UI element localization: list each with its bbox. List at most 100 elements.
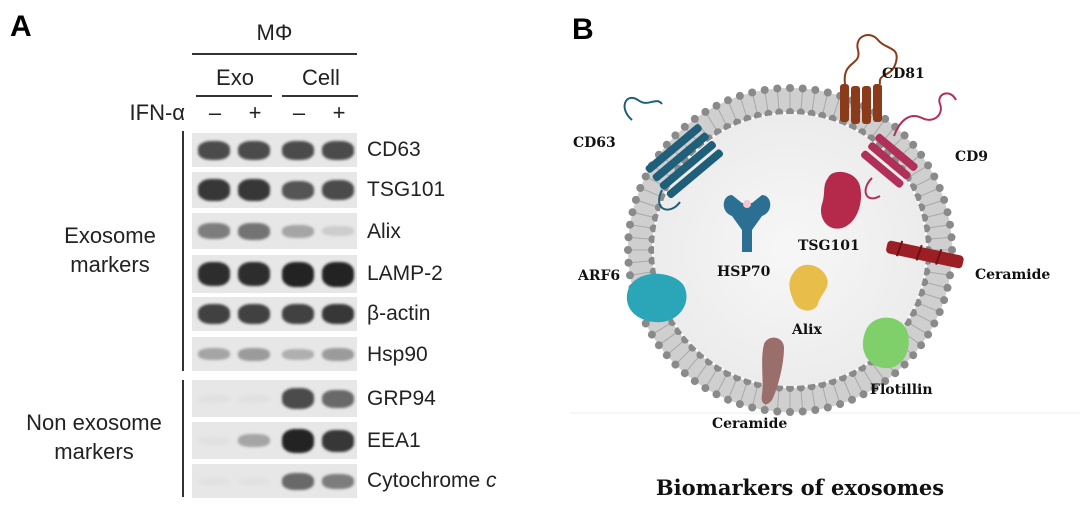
sign-lane-3: –	[292, 100, 306, 125]
label-cd63: CD63	[367, 138, 421, 161]
lipid-head	[773, 84, 782, 93]
blot-band	[238, 223, 270, 240]
lipid-head	[935, 308, 944, 316]
lipid-head	[848, 395, 856, 404]
lipid-head	[881, 377, 890, 386]
label-cytochrome-main: Cytochrome	[367, 469, 487, 492]
cd81-label: CD81	[882, 66, 925, 82]
ifn-alpha-label: IFN-α	[129, 100, 185, 125]
lipid-head	[786, 408, 794, 416]
blot-band	[322, 304, 354, 324]
lipid-head	[900, 360, 909, 369]
lipid-head	[671, 360, 680, 369]
lipid-head	[786, 384, 794, 392]
exosome-markers-line2: markers	[70, 252, 150, 277]
blot-band	[198, 395, 230, 403]
lipid-head	[881, 114, 890, 123]
arf6-label: ARF6	[577, 268, 620, 284]
sign-lane-2: +	[248, 100, 262, 125]
lipid-head	[786, 84, 794, 92]
cd9-label: CD9	[955, 149, 988, 165]
cd9-protein	[861, 92, 957, 200]
lipid-head	[712, 390, 721, 399]
lipid-head	[786, 108, 794, 116]
blot-alix	[192, 213, 357, 249]
blot-band	[282, 262, 314, 287]
lipid-head	[680, 122, 689, 131]
non-exosome-bracket	[182, 380, 184, 497]
macrophage-header: MΦ	[256, 20, 293, 45]
lipid-head	[870, 384, 879, 393]
non-exosome-markers-label: Non exosome markers	[4, 408, 184, 466]
lipid-head	[943, 283, 952, 292]
label-alix: Alix	[367, 220, 401, 243]
lipid-head	[636, 184, 645, 192]
blot-band	[322, 180, 354, 200]
sign-lane-4: +	[332, 100, 346, 125]
lipid-head	[798, 407, 807, 416]
cell-underline	[282, 95, 358, 97]
lipid-head	[712, 101, 721, 110]
blot-band	[322, 474, 354, 489]
lipid-head	[940, 296, 949, 305]
blot-cytochrome-c	[192, 464, 357, 498]
lipid-head	[947, 233, 956, 242]
blot-band	[282, 304, 314, 324]
non-exosome-markers-line2: markers	[54, 439, 134, 464]
blot-tsg101	[192, 172, 357, 208]
blot-band	[282, 349, 314, 360]
blot-band	[198, 262, 230, 286]
panel-b-caption: Biomarkers of exosomes	[656, 475, 944, 500]
blot-beta-actin	[192, 297, 357, 331]
blot-band	[238, 478, 270, 485]
tsg101-protein	[820, 171, 862, 229]
lipid-head	[946, 220, 954, 229]
lipid-head	[628, 208, 637, 217]
blot-band	[198, 437, 230, 445]
blot-band	[282, 141, 314, 160]
blot-band	[238, 262, 270, 286]
tsg101-label: TSG101	[798, 238, 860, 254]
blot-band	[282, 225, 314, 238]
blot-band	[238, 141, 270, 160]
blot-band	[322, 390, 354, 408]
ceramide-rod	[886, 240, 964, 269]
lipid-head	[891, 369, 900, 378]
arf6-protein	[626, 273, 687, 323]
lipid-head	[641, 172, 650, 181]
alix-protein	[789, 264, 828, 311]
label-cytochrome-italic: c	[486, 469, 497, 492]
hsp70-label: HSP70	[717, 264, 771, 280]
cd81-protein	[840, 34, 898, 124]
lipid-head	[624, 246, 632, 254]
blot-band	[198, 348, 230, 360]
exo-label: Exo	[216, 65, 254, 90]
blot-band	[322, 262, 354, 287]
blot-band	[238, 348, 270, 361]
lipid-head	[946, 271, 954, 280]
lipid-head	[760, 86, 769, 94]
lipid-head	[647, 330, 656, 339]
lipid-head	[917, 341, 926, 350]
lipid-head	[735, 400, 744, 409]
lipid-head	[724, 395, 732, 404]
blot-band	[238, 304, 270, 324]
lipid-head	[631, 195, 640, 204]
lipid-head	[724, 96, 732, 105]
lipid-head	[671, 131, 680, 140]
lipid-head	[624, 233, 633, 242]
lipid-head	[748, 88, 757, 97]
blot-band	[322, 430, 354, 452]
lipid-head	[662, 140, 671, 149]
lipid-head	[930, 319, 939, 328]
hsp70-protein	[723, 195, 771, 252]
blot-band	[238, 434, 270, 447]
lipid-head	[909, 351, 918, 360]
blot-band	[198, 223, 230, 239]
blot-lamp2	[192, 255, 357, 293]
lipid-head	[823, 88, 832, 97]
lipid-head	[690, 377, 699, 386]
lipid-head	[648, 246, 656, 254]
lipid-head	[624, 258, 633, 267]
blot-band	[282, 181, 314, 200]
